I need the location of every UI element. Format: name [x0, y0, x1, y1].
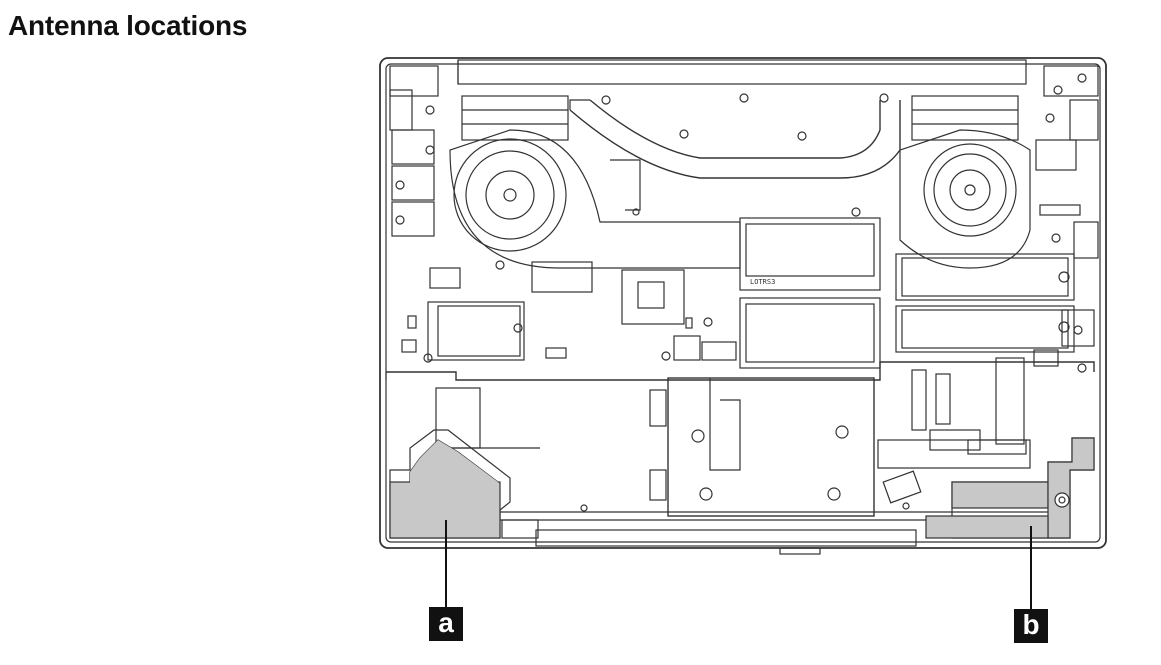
left-fan: [449, 129, 741, 270]
io-board: [877, 439, 1031, 469]
callout-label-a: a: [429, 607, 463, 641]
left-ports: [389, 89, 435, 237]
board-outline: [386, 361, 1095, 381]
antenna-b: [925, 437, 1095, 539]
right-fan: [899, 129, 1031, 269]
right-ports: [1035, 73, 1099, 347]
callout-label-b: b: [1014, 609, 1048, 643]
right-heatsink-block: [911, 95, 1019, 141]
ssd-slot-upper: [895, 253, 1075, 301]
top-right-corner-block: [1043, 65, 1099, 97]
slot-marking: LOTRS3: [750, 278, 775, 286]
memory-slot-lower: [739, 297, 881, 369]
connector-ticks: [401, 315, 1059, 501]
chassis-inner-outline: [385, 63, 1101, 543]
heat-pipe: [569, 99, 901, 211]
wlan-card: [427, 301, 525, 361]
cpu-package: [621, 269, 685, 325]
screw-holes: [423, 93, 1087, 512]
ssd-slot-lower: [895, 305, 1075, 353]
antenna-a: [389, 429, 511, 539]
chassis-outline: [379, 57, 1107, 549]
left-heatsink-block: [461, 95, 569, 141]
battery-plate: [667, 377, 875, 517]
top-left-corner-block: [389, 65, 439, 97]
cpu-die: [637, 281, 665, 309]
memory-slot-upper: LOTRS3: [739, 217, 881, 291]
page-title: Antenna locations: [8, 10, 248, 41]
